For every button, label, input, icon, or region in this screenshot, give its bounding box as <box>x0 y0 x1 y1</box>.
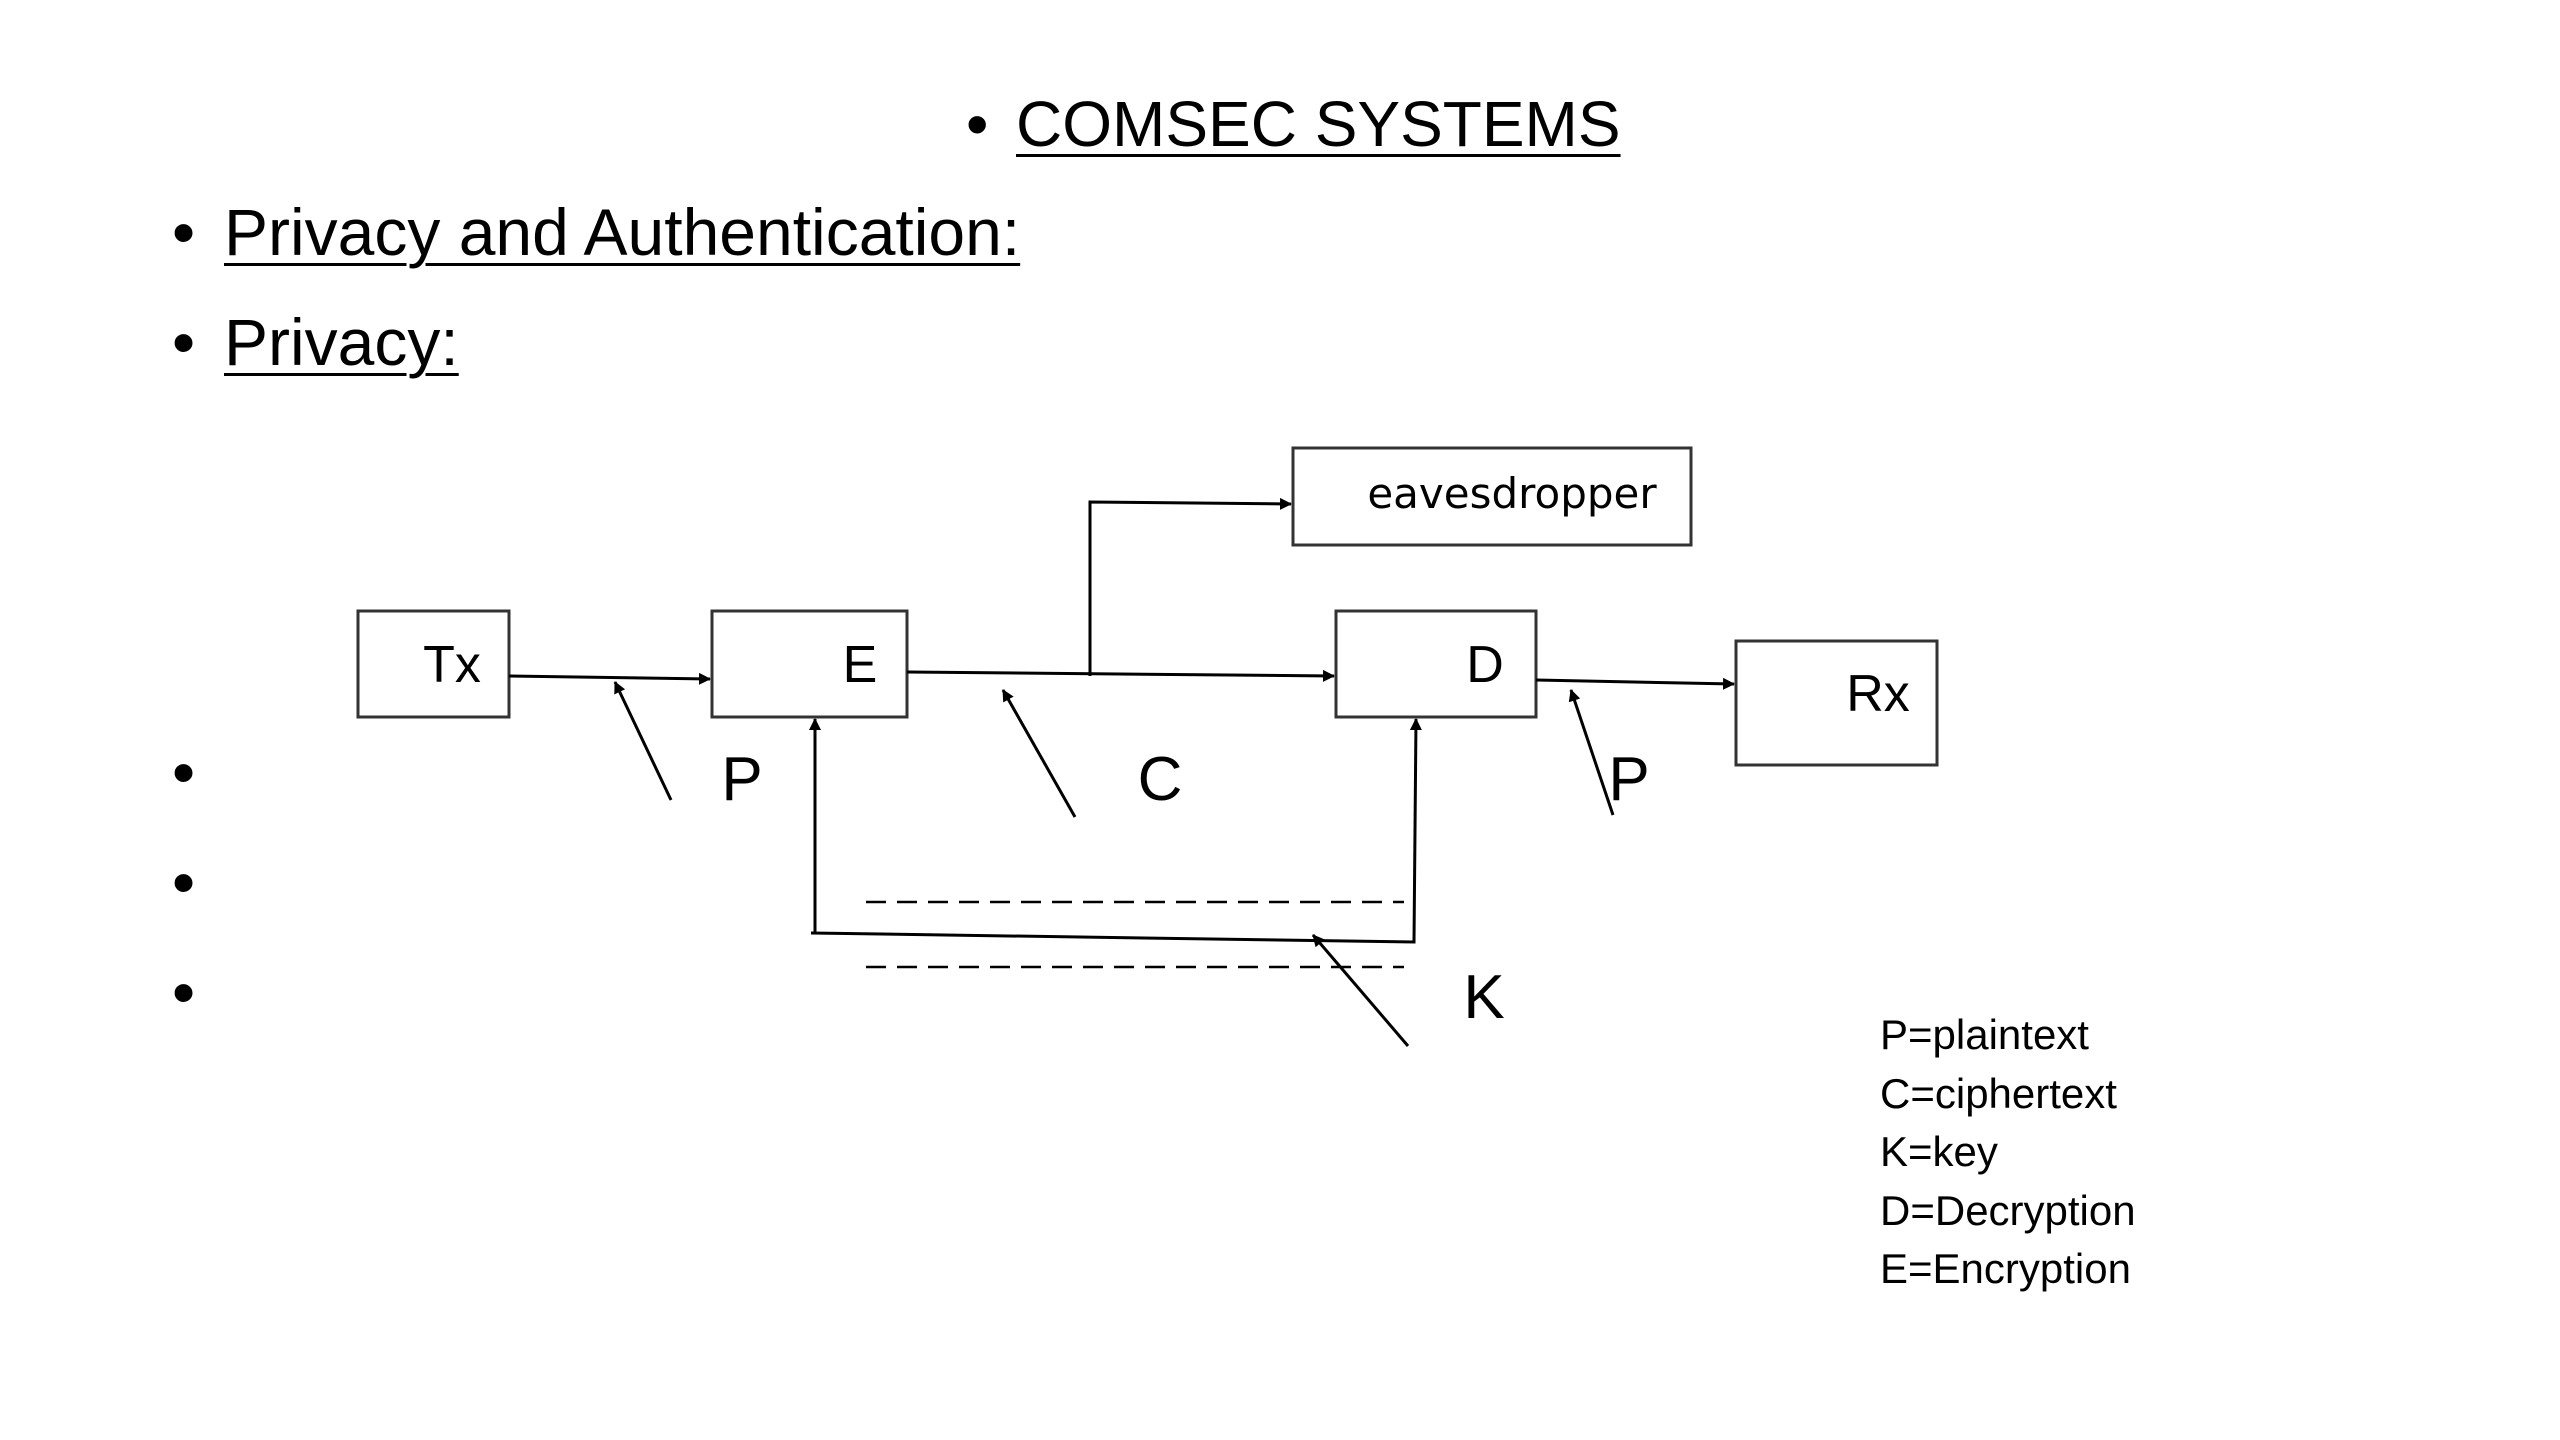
bullet-privacy-authentication: •Privacy and Authentication: <box>172 192 1020 272</box>
slide-title: •COMSEC SYSTEMS <box>966 84 1621 164</box>
e-to-d-arrow <box>906 669 1335 682</box>
empty-bullet-icon: • <box>172 735 196 809</box>
tap-to-eavesdropper-arrow <box>1088 497 1292 676</box>
d-to-rx-arrow <box>1535 677 1735 690</box>
legend: P=plaintext C=ciphertext K=key D=Decrypt… <box>1880 1006 2136 1299</box>
bullet-privacy: •Privacy: <box>172 302 459 382</box>
eavesdropper-block: eavesdropper <box>1291 446 1693 547</box>
legend-item: E=Encryption <box>1880 1245 2131 1292</box>
encrypt-label: E <box>843 636 878 694</box>
decrypt-label: D <box>1466 636 1504 694</box>
rx-block: Rx <box>1734 639 1939 767</box>
rx-label: Rx <box>1846 665 1910 723</box>
tx-block: Tx <box>356 609 511 719</box>
tx-to-e-arrow <box>508 672 711 685</box>
key-channel <box>809 718 1422 969</box>
decrypt-block: D <box>1334 609 1538 719</box>
c-pointer <box>1001 689 1077 818</box>
legend-item: C=ciphertext <box>1880 1069 2117 1117</box>
p-out-pointer <box>1568 689 1615 816</box>
bullet-icon: • <box>172 305 196 379</box>
ciphertext-label: C <box>1138 745 1183 814</box>
empty-bullet-icon: • <box>172 845 196 919</box>
bullet-icon: • <box>172 195 196 269</box>
bullet-icon: • <box>966 88 989 160</box>
legend-item: D=Decryption <box>1880 1186 2136 1234</box>
k-pointer <box>1311 934 1410 1047</box>
tx-label: Tx <box>423 636 481 694</box>
plaintext-out-label: P <box>1608 745 1649 814</box>
legend-item: K=key <box>1880 1128 1998 1175</box>
plaintext-in-label: P <box>721 745 762 814</box>
key-to-d-arrow <box>810 718 1422 944</box>
legend-item: P=plaintext <box>1880 1011 2089 1058</box>
empty-bullet-icon: • <box>172 955 196 1029</box>
eavesdropper-label: eavesdropper <box>1367 469 1657 518</box>
key-label: K <box>1463 963 1504 1032</box>
encrypt-block: E <box>710 609 909 719</box>
p-in-pointer <box>613 681 673 801</box>
